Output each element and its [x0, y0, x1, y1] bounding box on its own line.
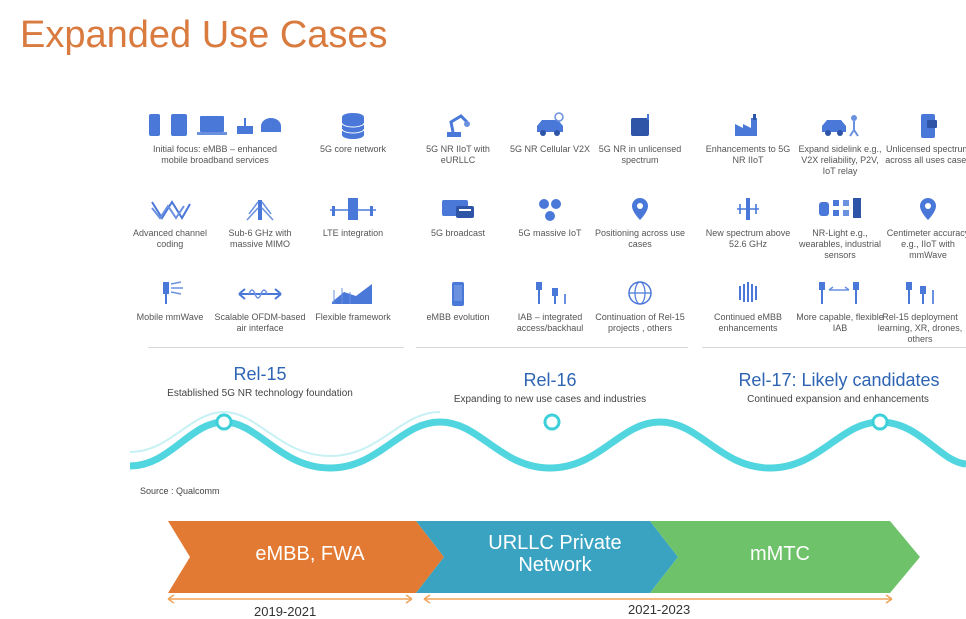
embb-antenna-icon: [739, 282, 757, 302]
spectrum-antenna-icon: [737, 198, 759, 220]
divider-rel15: [148, 347, 404, 348]
robot-arm-icon: [447, 114, 470, 137]
lte-integration-icon: [330, 198, 376, 220]
timeline-range-1: 2019-2021: [254, 604, 317, 619]
phase-embb-label: eMBB, FWA: [255, 543, 365, 565]
phone-icon: [452, 282, 464, 306]
rel16-title: Rel-16: [523, 370, 577, 390]
rel16-item-massive-iot: 5G massive IoT: [504, 196, 596, 239]
massive-iot-icon: [539, 199, 561, 221]
rel15-marker: [215, 413, 233, 431]
source-label: Source : Qualcomm: [140, 486, 220, 496]
phase-mmtc-shape: [650, 521, 920, 593]
rel16-item-positioning: Positioning across use cases: [594, 196, 686, 250]
devices-icon: [149, 114, 281, 136]
phase-embb-shape: [168, 521, 444, 593]
rel16-item-continuation: Continuation of Rel-15 projects , others: [594, 280, 686, 334]
iab-icon: [819, 282, 859, 304]
rel17-title: Rel-17: Likely candidates: [738, 370, 940, 390]
rel17-item-flexible-iab: More capable, flexible IAB: [794, 280, 886, 334]
sidelink-icon: [822, 115, 859, 137]
release-wave: [130, 410, 966, 472]
rel16-marker: [543, 413, 561, 431]
rel17-item-centimeter: Centimeter accuracy e.g., IIoT with mmWa…: [882, 196, 966, 261]
phase-urllc-label: URLLC Private Network: [488, 532, 622, 576]
rel15-item-lte: LTE integration: [307, 196, 399, 239]
ofdm-icon: [238, 288, 282, 300]
rel17-marker: [871, 413, 889, 431]
slide-title: Expanded Use Cases: [20, 14, 388, 56]
unlicensed-phone-icon: [921, 114, 937, 138]
location-pin-icon: [632, 198, 648, 220]
rel16-item-unlicensed: 5G NR in unlicensed spectrum: [594, 112, 686, 166]
iab-icon: [536, 282, 566, 304]
rel17-item-nr-light: NR-Light e.g., wearables, industrial sen…: [794, 196, 886, 261]
rel17-item-continued-embb: Continued eMBB enhancements: [702, 280, 794, 334]
broadcast-icon: [442, 200, 474, 218]
mmwave-icon: [163, 281, 183, 304]
rel15-item-sub6: Sub-6 GHz with massive MIMO: [214, 196, 306, 250]
rel17-item-iiot: Enhancements to 5G NR IIoT: [702, 112, 794, 166]
channel-coding-icon: [151, 200, 191, 220]
rel15-item-channel-coding: Advanced channel coding: [124, 196, 216, 250]
rel15-item-embb: Initial focus: eMBB – enhanced mobile br…: [145, 112, 285, 166]
rel17-item-unlicensed: Unlicensed spectrum across all uses case…: [882, 112, 966, 166]
rel16-item-iiot: 5G NR IIoT with eURLLC: [412, 112, 504, 166]
rel15-item-mmwave: Mobile mmWave: [124, 280, 216, 323]
location-pin-icon: [920, 198, 936, 220]
divider-rel16: [416, 347, 688, 348]
towers-icon: [906, 282, 934, 304]
rel15-item-framework: Flexible framework: [307, 280, 399, 323]
phase-mmtc-label: mMTC: [750, 543, 810, 565]
rel15-item-5g-core: 5G core network: [307, 112, 399, 155]
timeline-arrows: [167, 594, 893, 604]
divider-rel17: [702, 347, 966, 348]
rel15-title: Rel-15: [233, 364, 287, 384]
rel16-item-broadcast: 5G broadcast: [412, 196, 504, 239]
timeline-range-2: 2021-2023: [628, 602, 691, 617]
rel17-item-sidelink: Expand sidelink e.g., V2X reliability, P…: [794, 112, 886, 177]
rel17-item-new-spectrum: New spectrum above 52.6 GHz: [702, 196, 794, 250]
unlicensed-icon: [631, 114, 649, 136]
car-icon: [537, 112, 564, 136]
factory-icon: [735, 114, 757, 136]
globe-icon: [628, 281, 652, 305]
database-icon: [341, 113, 365, 139]
phase-urllc-shape: [416, 521, 678, 593]
rel16-item-embb-evolution: eMBB evolution: [412, 280, 504, 323]
rel16-item-iab: IAB – integrated access/backhaul: [504, 280, 596, 334]
rel17-subtitle: Continued expansion and enhancements: [747, 394, 929, 405]
phase-chevrons: [168, 521, 920, 593]
rel15-subtitle: Established 5G NR technology foundation: [167, 388, 353, 399]
rel17-item-deployment: Rel-15 deployment learning, XR, drones, …: [874, 280, 966, 345]
wearables-icon: [819, 198, 861, 218]
antenna-icon: [246, 200, 274, 221]
framework-icon: [332, 284, 372, 304]
rel16-subtitle: Expanding to new use cases and industrie…: [453, 394, 647, 405]
rel16-item-v2x: 5G NR Cellular V2X: [504, 112, 596, 155]
rel15-item-ofdm: Scalable OFDM-based air interface: [214, 280, 306, 334]
